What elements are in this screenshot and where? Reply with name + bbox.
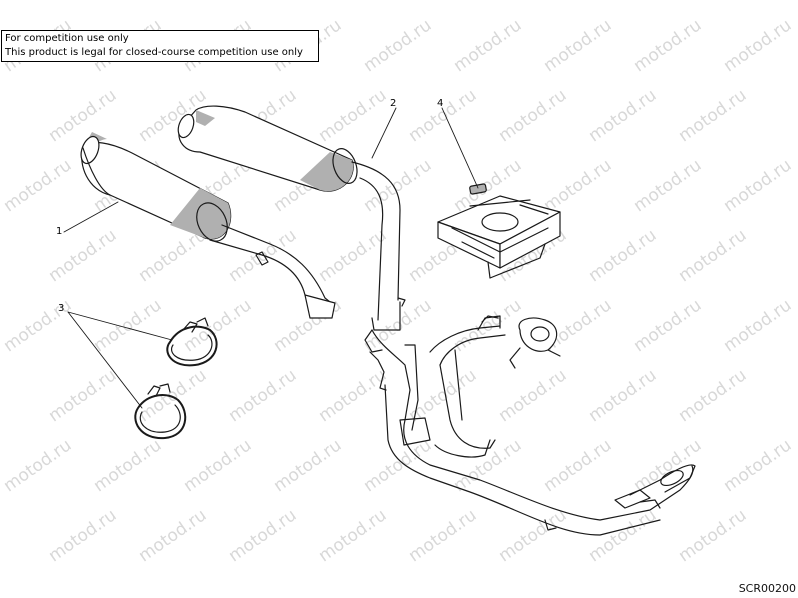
callout-1: 1 (56, 226, 63, 237)
control-unit (437, 195, 561, 279)
callout-4: 4 (437, 98, 444, 109)
gasket (469, 183, 487, 195)
drawing-code: SCR00200 (738, 582, 796, 595)
notice-line-1: For competition use only (5, 33, 129, 44)
competition-notice: For competition use only This product is… (1, 30, 319, 62)
leader-lines (63, 107, 479, 409)
exhaust-headers (364, 315, 696, 536)
clamps (134, 317, 218, 440)
notice-line-2: This product is legal for closed-course … (5, 47, 303, 58)
callout-3: 3 (58, 303, 65, 314)
silencer-2 (177, 105, 406, 331)
callout-2: 2 (390, 98, 397, 109)
silencer-1 (80, 132, 336, 319)
